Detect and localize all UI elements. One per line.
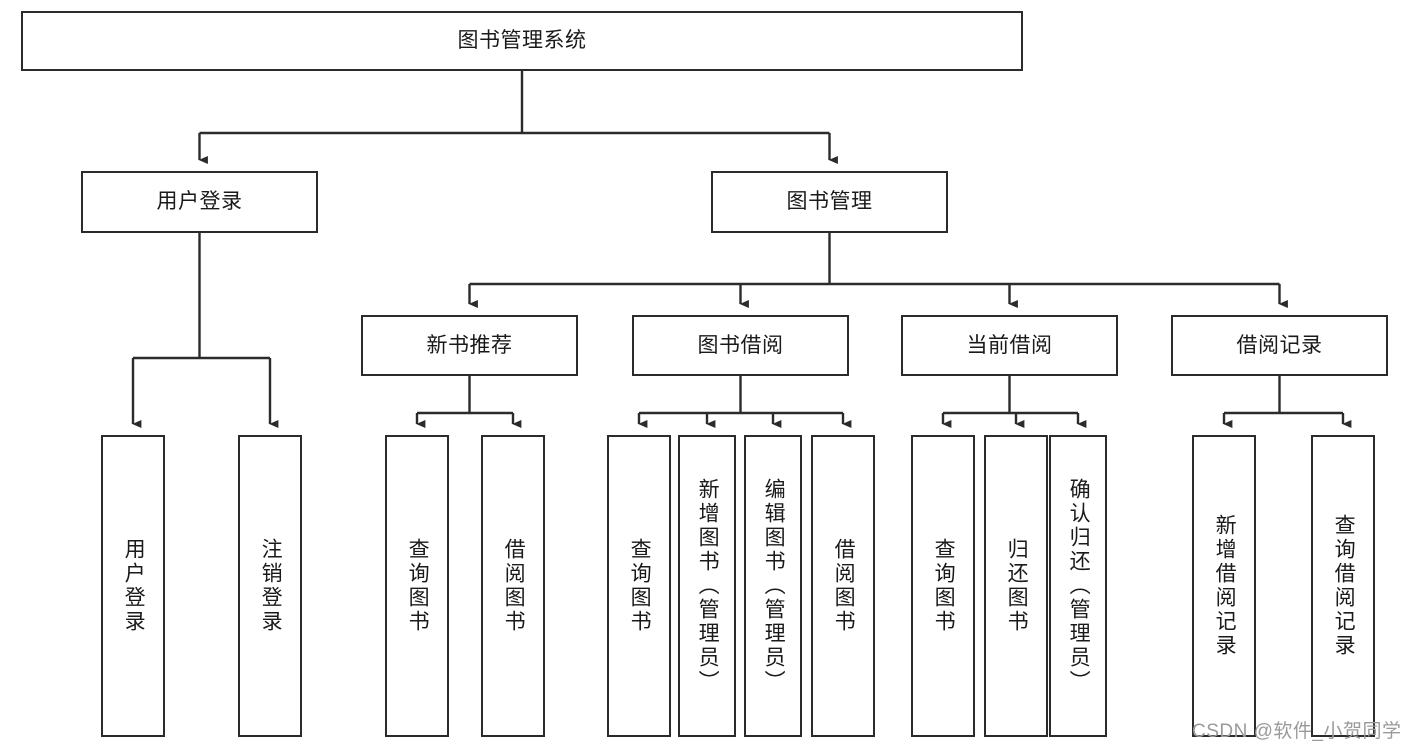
- node-leaf-query-book-2-label: 查询图书: [628, 538, 652, 634]
- node-leaf-add-book-admin[interactable]: 新增图书（管理员）: [678, 435, 736, 737]
- node-root-label: 图书管理系统: [457, 29, 587, 53]
- node-leaf-query-record-label: 查询借阅记录: [1332, 514, 1356, 658]
- node-borrow-record[interactable]: 借阅记录: [1171, 315, 1388, 376]
- node-book-manage-label: 图书管理: [786, 190, 873, 214]
- csdn-watermark: CSDN @软件_小贺同学: [1192, 721, 1402, 742]
- node-user-login-label: 用户登录: [156, 190, 243, 214]
- node-book-borrow-label: 图书借阅: [697, 333, 784, 357]
- node-borrow-record-label: 借阅记录: [1236, 333, 1323, 357]
- node-leaf-borrow-book-1[interactable]: 借阅图书: [481, 435, 545, 737]
- node-leaf-borrow-book-2-label: 借阅图书: [832, 538, 856, 634]
- node-leaf-return-book-label: 归还图书: [1005, 538, 1029, 634]
- node-leaf-query-book-3[interactable]: 查询图书: [911, 435, 975, 737]
- node-leaf-add-record[interactable]: 新增借阅记录: [1192, 435, 1256, 737]
- node-leaf-add-book-admin-label: 新增图书（管理员）: [696, 478, 720, 694]
- node-user-login[interactable]: 用户登录: [81, 171, 318, 233]
- node-leaf-confirm-return-admin-label: 确认归还（管理员）: [1067, 478, 1091, 694]
- node-leaf-logout[interactable]: 注销登录: [238, 435, 302, 737]
- node-leaf-logout-label: 注销登录: [259, 538, 283, 634]
- node-current-borrow[interactable]: 当前借阅: [901, 315, 1118, 376]
- node-book-manage[interactable]: 图书管理: [711, 171, 948, 233]
- node-leaf-query-book-3-label: 查询图书: [932, 538, 956, 634]
- node-leaf-query-book-2[interactable]: 查询图书: [607, 435, 671, 737]
- node-new-book-recommend[interactable]: 新书推荐: [361, 315, 578, 376]
- node-book-borrow[interactable]: 图书借阅: [632, 315, 849, 376]
- node-current-borrow-label: 当前借阅: [966, 333, 1053, 357]
- node-leaf-user-login[interactable]: 用户登录: [101, 435, 165, 737]
- node-leaf-query-book-1-label: 查询图书: [406, 538, 430, 634]
- node-leaf-borrow-book-2[interactable]: 借阅图书: [811, 435, 875, 737]
- node-leaf-confirm-return-admin[interactable]: 确认归还（管理员）: [1049, 435, 1107, 737]
- node-leaf-return-book[interactable]: 归还图书: [984, 435, 1048, 737]
- node-leaf-add-record-label: 新增借阅记录: [1213, 514, 1237, 658]
- node-leaf-user-login-label: 用户登录: [122, 538, 146, 634]
- node-leaf-query-book-1[interactable]: 查询图书: [385, 435, 449, 737]
- node-leaf-edit-book-admin-label: 编辑图书（管理员）: [762, 478, 786, 694]
- node-leaf-edit-book-admin[interactable]: 编辑图书（管理员）: [744, 435, 802, 737]
- node-leaf-query-record[interactable]: 查询借阅记录: [1311, 435, 1375, 737]
- node-new-book-recommend-label: 新书推荐: [426, 333, 513, 357]
- node-root[interactable]: 图书管理系统: [21, 11, 1023, 71]
- node-leaf-borrow-book-1-label: 借阅图书: [502, 538, 526, 634]
